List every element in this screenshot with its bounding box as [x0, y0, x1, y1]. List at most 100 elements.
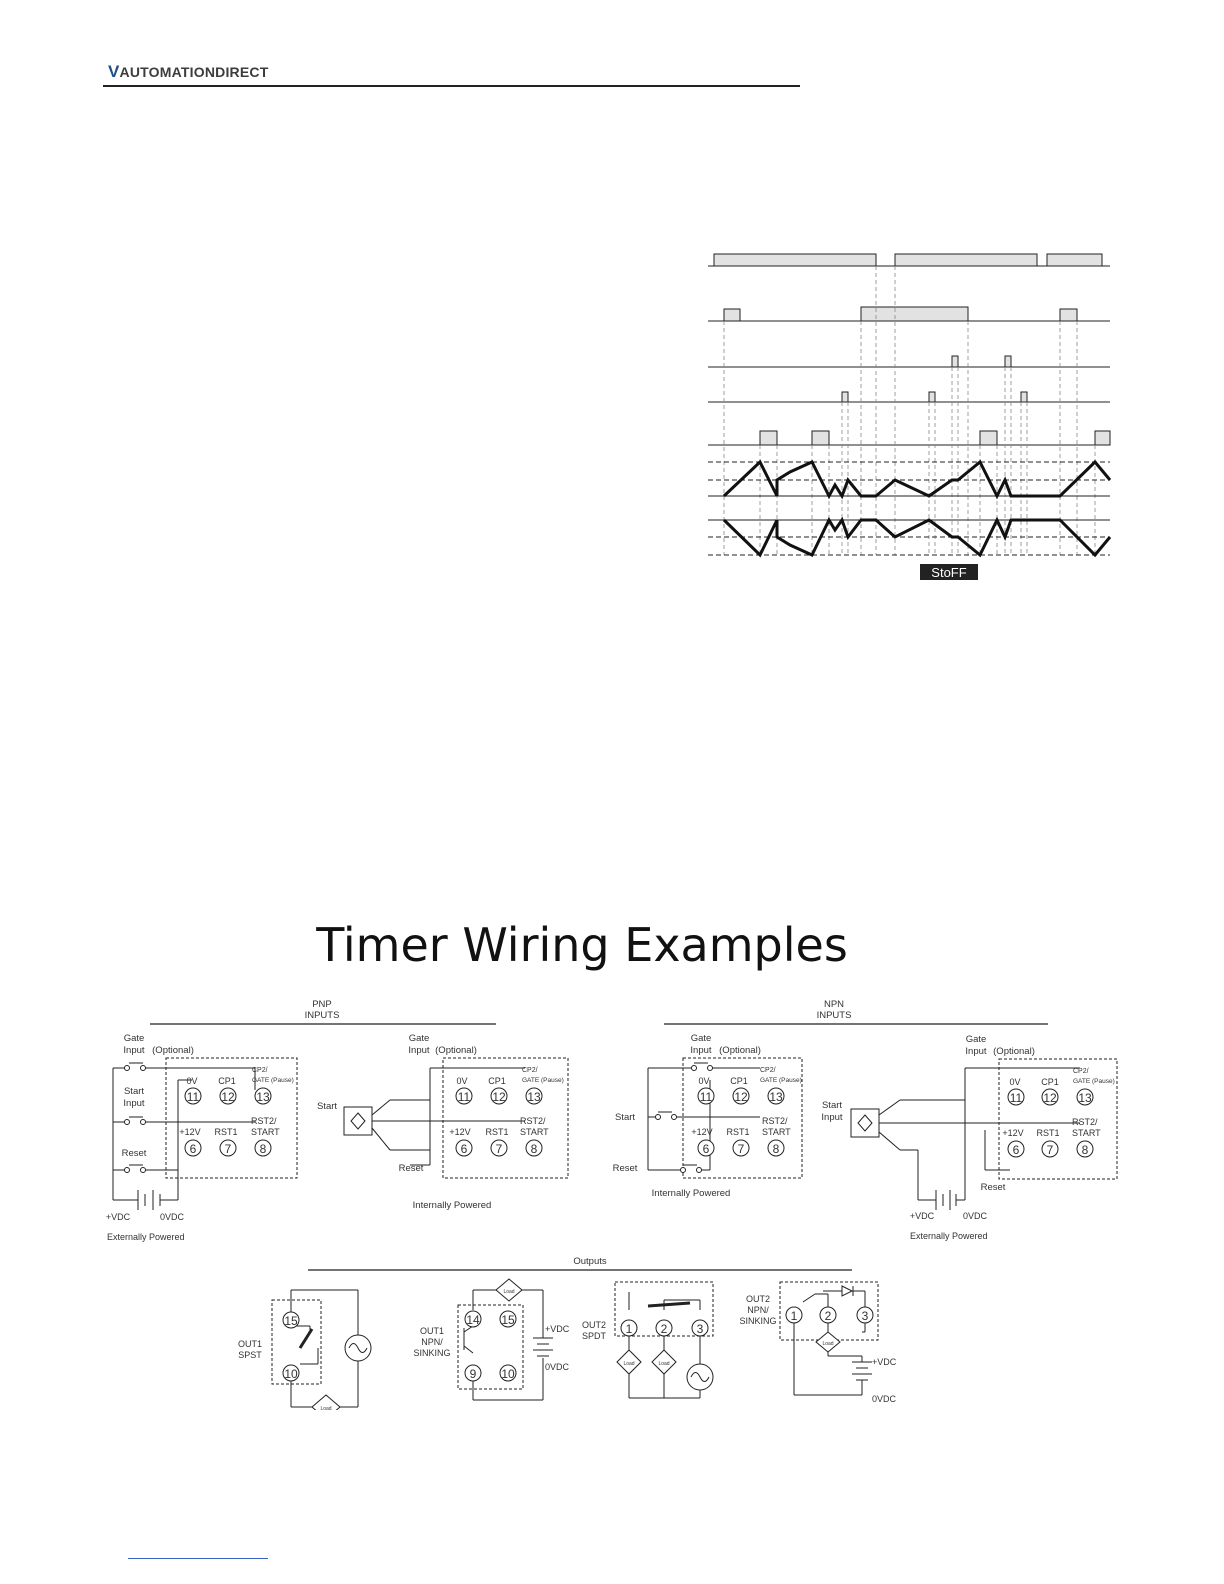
terminal-label-cp2: CP2/: [522, 1067, 538, 1074]
logo-v-mark: V: [108, 62, 120, 81]
terminal-label-start: START: [520, 1127, 549, 1137]
logo-text: AUTOMATIONDIRECT: [119, 64, 269, 80]
optional-label: (Optional): [435, 1045, 477, 1056]
externally-powered-label: Externally Powered: [910, 1231, 988, 1241]
terminal-label-12v: +12V: [1002, 1128, 1023, 1138]
load-label-1: Load: [623, 1361, 634, 1367]
npn-internal-wiring: Gate Input (Optional) Start Reset 0V CP1…: [613, 1033, 803, 1199]
terminal-12: 12: [492, 1090, 506, 1104]
terminal-label-0v: 0V: [456, 1076, 467, 1086]
gate-input-label: Input: [408, 1045, 429, 1056]
plus-vdc-label: +VDC: [545, 1324, 570, 1334]
internally-powered-label: Internally Powered: [413, 1200, 492, 1211]
terminal-2: 2: [661, 1322, 668, 1336]
plus-vdc-label: +VDC: [106, 1212, 131, 1222]
optional-label: (Optional): [993, 1046, 1035, 1057]
reset-label: Reset: [122, 1148, 147, 1159]
terminal-label-rst1: RST1: [214, 1127, 237, 1137]
pnp-internal-wiring: Gate Input (Optional) Start Reset 0V CP1…: [317, 1033, 569, 1211]
gate-label: Gate: [966, 1034, 987, 1045]
pnp-heading-2: INPUTS: [305, 1010, 340, 1021]
terminal-label-start: START: [762, 1127, 791, 1137]
display-readout: StoFF: [931, 565, 966, 580]
terminal-label-rst2: RST2/: [520, 1116, 546, 1126]
sinking-label: SINKING: [739, 1316, 776, 1326]
timer-terminal-box: [998, 1058, 1118, 1180]
gate-input-label: Input: [123, 1045, 144, 1056]
terminal-7: 7: [225, 1142, 232, 1156]
terminal-label-gate-pause: GATE (Pause): [252, 1077, 294, 1084]
terminal-9: 9: [470, 1367, 477, 1381]
terminal-14: 14: [466, 1313, 480, 1327]
terminal-6: 6: [190, 1142, 197, 1156]
start-input-label: Input: [123, 1098, 144, 1109]
count-down-trace: [722, 516, 1112, 558]
gate-input-label: Input: [965, 1046, 986, 1057]
npn-label: NPN/: [421, 1337, 443, 1347]
footer-rule: [128, 1558, 268, 1559]
zero-vdc-label: 0VDC: [545, 1362, 570, 1372]
reset-label: Reset: [613, 1163, 638, 1174]
terminal-label-cp1: CP1: [488, 1076, 506, 1086]
terminal-2: 2: [825, 1309, 832, 1323]
header-rule: [103, 85, 800, 87]
terminal-1: 1: [626, 1322, 633, 1336]
terminal-6: 6: [1013, 1143, 1020, 1157]
terminal-3: 3: [697, 1322, 704, 1336]
gate-label: Gate: [691, 1033, 712, 1044]
terminal-label-gate-pause: GATE (Pause): [760, 1077, 802, 1084]
terminal-7: 7: [496, 1142, 503, 1156]
outputs-heading: Outputs: [573, 1256, 607, 1267]
out1-label: OUT1: [420, 1326, 444, 1336]
optional-label: (Optional): [152, 1045, 194, 1056]
terminal-label-rst1: RST1: [726, 1127, 749, 1137]
out2-label: OUT2: [746, 1294, 770, 1304]
pnp-heading-1: PNP: [312, 999, 332, 1010]
out1-label: OUT1: [238, 1339, 262, 1349]
terminal-label-0v: 0V: [186, 1076, 197, 1086]
terminal-7: 7: [1047, 1143, 1054, 1157]
terminal-3: 3: [862, 1309, 869, 1323]
npn-heading-2: INPUTS: [817, 1010, 852, 1021]
start-label: Start: [822, 1100, 842, 1111]
spst-label: SPST: [238, 1350, 262, 1360]
terminal-8: 8: [260, 1142, 267, 1156]
terminal-15: 15: [501, 1313, 515, 1327]
terminal-8: 8: [773, 1142, 780, 1156]
terminal-label-gate-pause: GATE (Pause): [522, 1077, 564, 1084]
plus-vdc-label: +VDC: [910, 1211, 935, 1221]
terminal-13: 13: [256, 1090, 270, 1104]
terminal-label-cp2: CP2/: [760, 1067, 776, 1074]
terminal-label-cp1: CP1: [218, 1076, 236, 1086]
load-label: Load: [320, 1406, 331, 1410]
terminal-label-rst2: RST2/: [251, 1116, 277, 1126]
terminal-1: 1: [791, 1309, 798, 1323]
sensor-icon: [343, 1106, 373, 1136]
start-input-label: Input: [821, 1112, 842, 1123]
sensor-icon: [850, 1108, 880, 1138]
company-logo: VAUTOMATIONDIRECT: [108, 62, 268, 82]
start-label: Start: [615, 1112, 635, 1123]
terminal-label-cp1: CP1: [730, 1076, 748, 1086]
terminal-label-cp2: CP2/: [1073, 1068, 1089, 1075]
terminal-label-rst2: RST2/: [762, 1116, 788, 1126]
gate-input-label: Input: [690, 1045, 711, 1056]
terminal-6: 6: [703, 1142, 710, 1156]
out1-spst-wiring: OUT1 SPST Load 15 10: [238, 1289, 372, 1410]
spdt-label: SPDT: [582, 1331, 607, 1341]
terminal-11: 11: [458, 1090, 471, 1104]
load-label: Load: [503, 1289, 514, 1295]
terminal-11: 11: [700, 1090, 713, 1104]
terminal-15: 15: [284, 1314, 298, 1328]
terminal-label-start: START: [251, 1127, 280, 1137]
reset-label: Reset: [399, 1163, 424, 1174]
terminal-7: 7: [738, 1142, 745, 1156]
pnp-external-wiring: Gate Input (Optional) Start Input Reset: [106, 1033, 298, 1242]
internally-powered-label: Internally Powered: [652, 1188, 731, 1199]
terminal-label-rst1: RST1: [485, 1127, 508, 1137]
display-readout-box: [920, 564, 978, 580]
terminal-11: 11: [1010, 1091, 1023, 1105]
out2-npn-wiring: OUT2 NPN/ SINKING Load: [739, 1281, 897, 1404]
plus-vdc-label: +VDC: [872, 1357, 897, 1367]
signal-pulses: [713, 253, 1111, 446]
